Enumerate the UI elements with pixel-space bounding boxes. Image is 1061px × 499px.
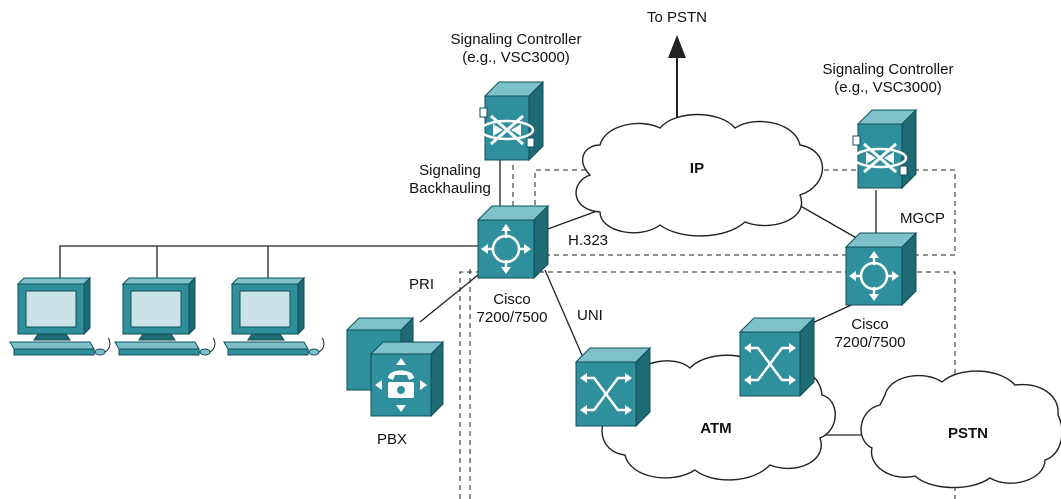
sig-ctrl-right-line1: Signaling Controller [822,61,954,78]
signaling-controller-left [479,80,545,162]
uni-label: UNI [577,307,603,324]
backhaul-line1: Signaling [419,162,481,179]
links [59,160,877,436]
router-left-line1: Cisco [493,291,531,308]
atm-switch-left [574,346,652,428]
pbx-label: PBX [376,431,408,448]
router-right-label: Cisco 7200/7500 [835,316,906,352]
dashed-boundaries [459,165,956,499]
computer-2 [114,276,216,356]
computer-3 [223,276,325,356]
router-left-line2: 7200/7500 [476,309,548,326]
signaling-controller-right-label: Signaling Controller (e.g., VSC3000) [823,61,954,97]
atm-cloud-label: ATM [700,420,732,437]
sig-ctrl-left-line2: (e.g., VSC3000) [462,49,570,66]
ip-cloud [575,113,824,237]
to-pstn-label: To PSTN [646,9,708,26]
router-right-line2: 7200/7500 [834,334,906,351]
computer-1 [9,276,111,356]
sig-ctrl-left-line1: Signaling Controller [450,31,582,48]
backhaul-line2: Backhauling [409,180,491,197]
pri-label: PRI [409,276,435,293]
signaling-controller-left-label: Signaling Controller (e.g., VSC3000) [451,31,582,67]
sig-ctrl-right-line2: (e.g., VSC3000) [834,79,942,96]
router-left-label: Cisco 7200/7500 [477,291,548,327]
mgcp-label: MGCP [900,210,945,227]
ip-cloud-label: IP [689,160,705,177]
atm-switch-right [738,316,816,398]
pstn-cloud [860,370,1061,489]
signaling-controller-right [852,108,918,190]
router-right-line1: Cisco [851,316,889,333]
router-right [844,231,918,307]
signaling-backhauling-label: Signaling Backhauling [409,162,491,198]
h323-label: H.323 [568,232,609,249]
router-left [476,204,550,280]
pbx-device [345,316,445,418]
pstn-cloud-label: PSTN [947,425,989,442]
